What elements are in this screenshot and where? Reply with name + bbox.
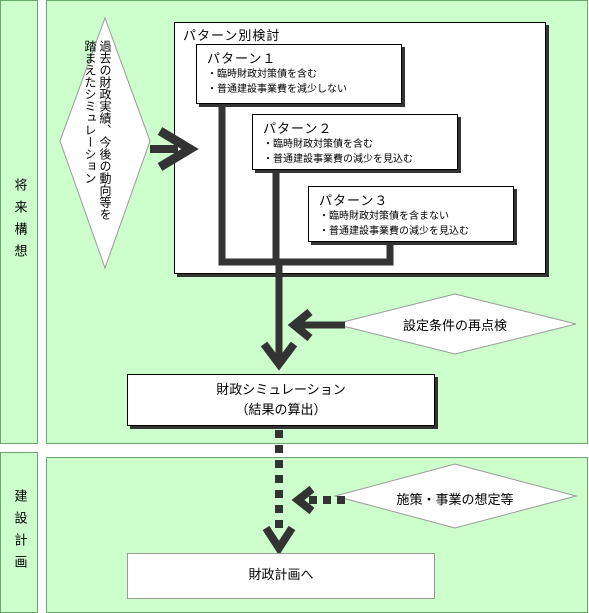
- pattern-1-title: パターン１: [207, 52, 277, 67]
- pattern-3-line-1: ・臨時財政対策債を含まない: [319, 211, 449, 222]
- financial-plan-box: 財政計画へ: [127, 553, 435, 599]
- pattern-2-title: パターン２: [263, 122, 333, 137]
- pattern-1-line-1: ・臨時財政対策債を含む: [207, 69, 317, 80]
- policy-diamond-label: 施策・事業の想定等: [396, 493, 514, 508]
- pattern-study-title: パターン別検討: [183, 29, 281, 44]
- pattern-bracket-outer: [218, 100, 276, 266]
- pattern-3-title: パターン３: [319, 194, 389, 209]
- recheck-diamond-shape: [334, 293, 577, 355]
- left-diamond-line2: 踏まえたシミュレーション: [83, 40, 97, 184]
- simulation-line-1: 財政シミュレーション: [216, 383, 346, 398]
- pattern-2-line-2: ・普通建設事業費の減少を見込む: [263, 154, 413, 165]
- side-label-construction-plan: 建設計画: [0, 452, 38, 613]
- pattern-2-line-1: ・臨時財政対策債を含む: [263, 139, 373, 150]
- pattern-1-box: パターン１ ・臨時財政対策債を含む ・普通建設事業費を減少しない: [196, 44, 402, 104]
- pattern-3-line-2: ・普通建設事業費の減少を見込む: [319, 226, 469, 237]
- pattern-bracket-inner: [272, 168, 394, 266]
- main-down-arrow-head: [260, 341, 298, 371]
- pattern-2-box: パターン２ ・臨時財政対策債を含む ・普通建設事業費の減少を見込む: [252, 114, 458, 170]
- recheck-arrow-head: [287, 308, 313, 342]
- arrow-to-patterns-head: [157, 127, 199, 171]
- financial-plan-label: 財政計画へ: [248, 568, 314, 583]
- left-diamond-text: 過去の財政実績、今後の動向等を 踏まえたシミュレーション: [82, 40, 112, 260]
- simulation-line-2: （結果の算出）: [235, 403, 327, 418]
- dotted-down-arrow-head: [262, 525, 296, 556]
- pattern-3-box: パターン３ ・臨時財政対策債を含まない ・普通建設事業費の減少を見込む: [308, 186, 514, 242]
- policy-arrow-head: [291, 485, 315, 515]
- left-diamond-line1: 過去の財政実績、今後の動向等を: [98, 40, 112, 220]
- simulation-box: 財政シミュレーション （結果の算出）: [127, 374, 435, 426]
- policy-diamond-shape: [333, 463, 578, 529]
- side-label-construction-plan-text: 建設計画: [11, 488, 27, 577]
- left-diamond-shape: [59, 16, 151, 270]
- pattern-1-line-2: ・普通建設事業費を減少しない: [207, 84, 347, 95]
- side-label-future-vision: 将来構想: [0, 0, 38, 444]
- side-label-future-vision-text: 将来構想: [11, 178, 27, 266]
- recheck-diamond-label: 設定条件の再点検: [402, 319, 507, 334]
